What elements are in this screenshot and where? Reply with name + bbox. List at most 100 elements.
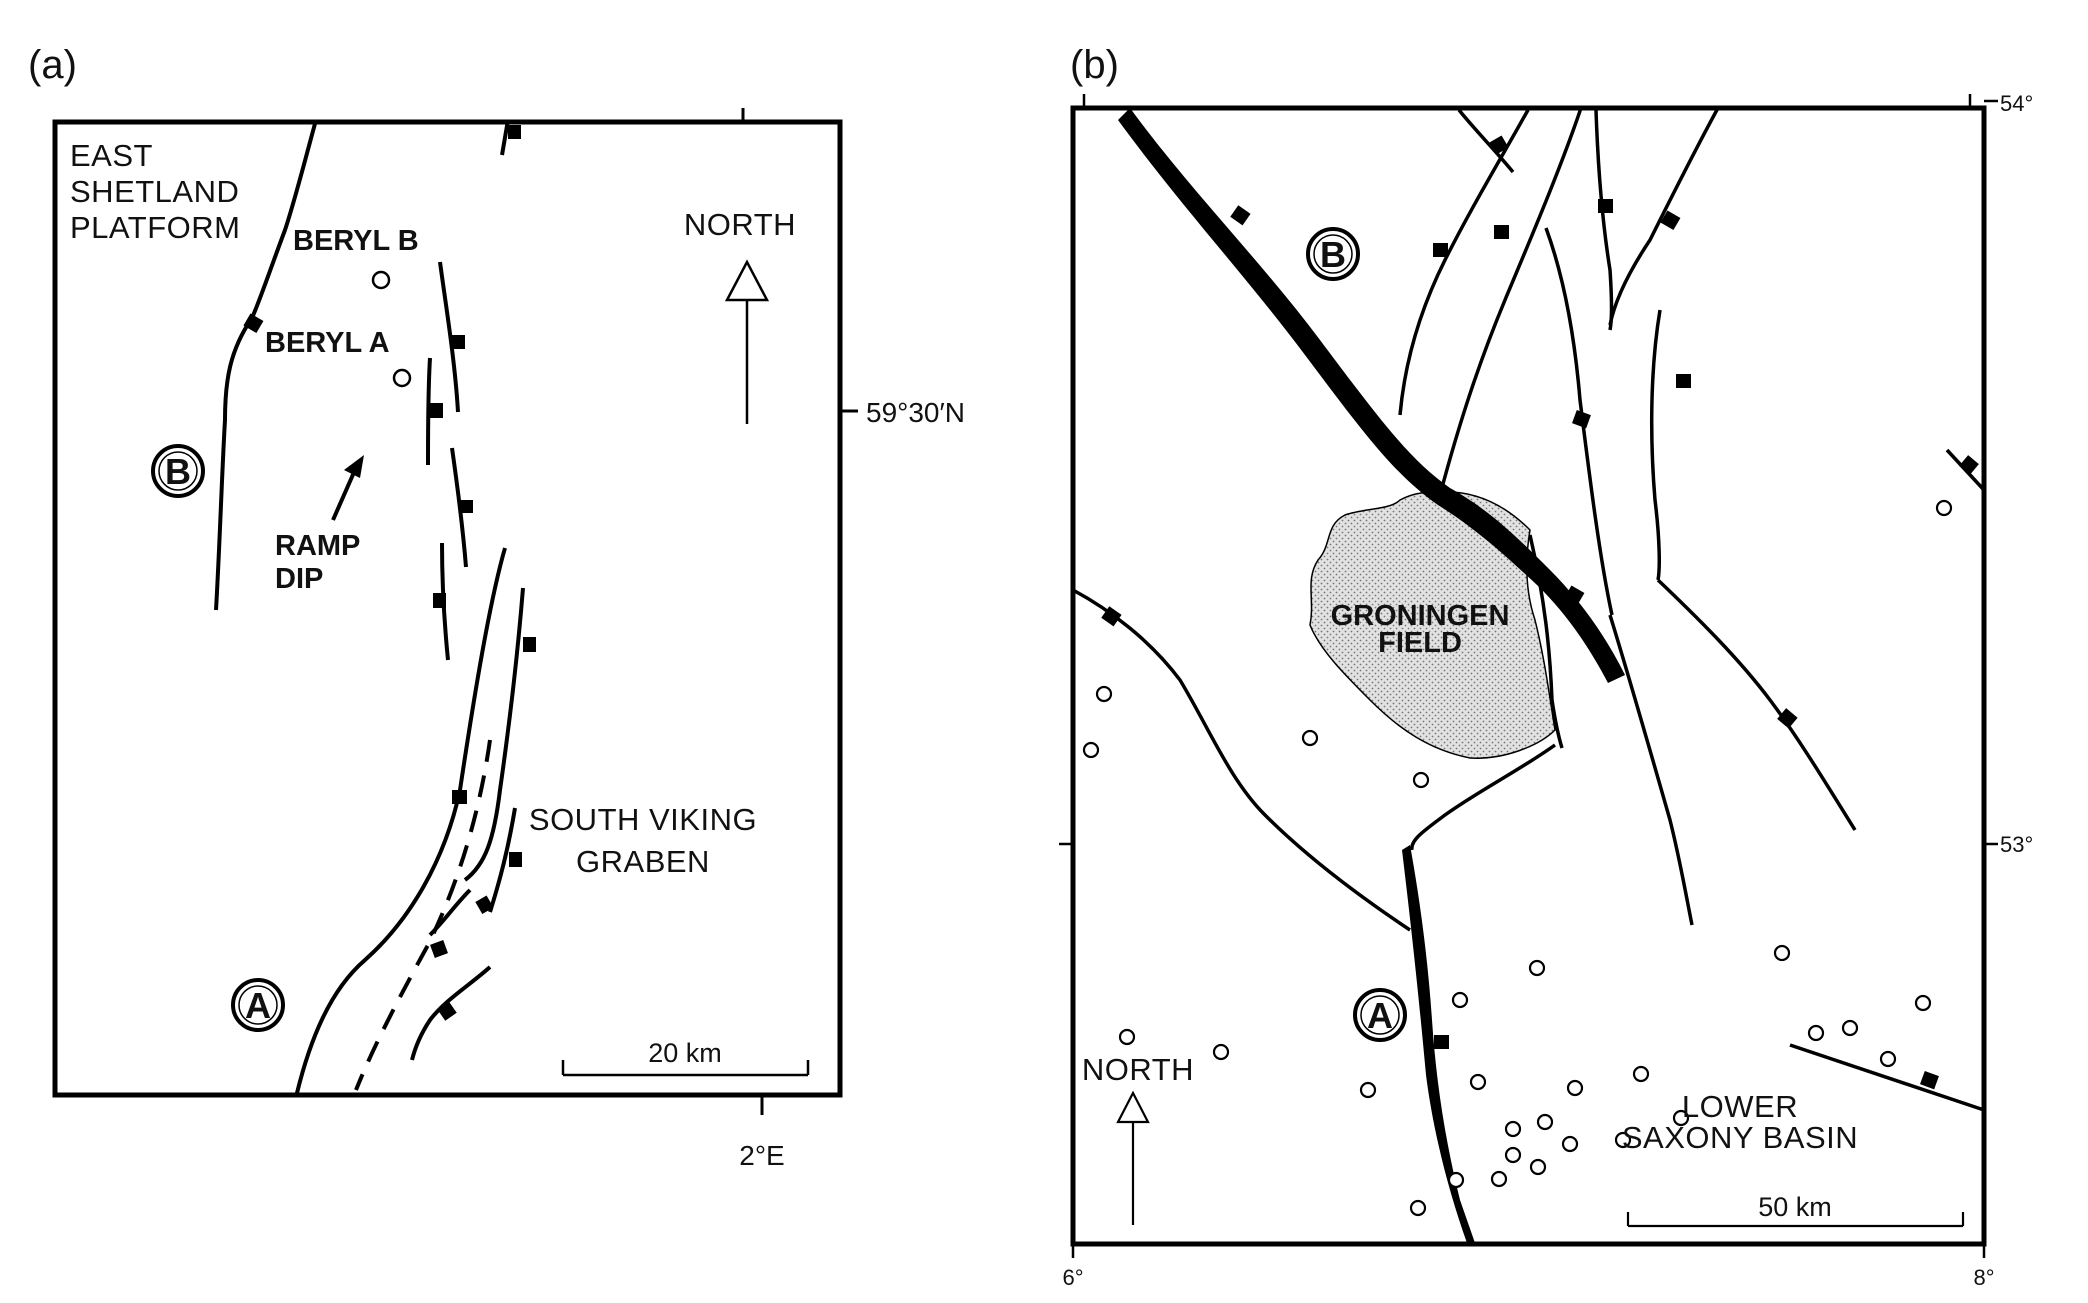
fault-tick	[1434, 1035, 1449, 1049]
fault-tick	[243, 313, 264, 334]
fault-tick	[1494, 225, 1509, 239]
panel-a: (a)	[28, 43, 965, 1171]
fault-b-system	[214, 119, 521, 661]
ramp-label-line1: RAMP	[275, 530, 360, 562]
fault-tick	[1676, 374, 1691, 388]
fault-tick	[433, 593, 446, 608]
fault-line	[1528, 534, 1564, 749]
fault-tick	[452, 335, 465, 349]
fault-tick	[508, 125, 521, 139]
major-fault	[1118, 108, 1625, 683]
ramp-dip-arrow	[331, 455, 364, 521]
well	[1212, 1043, 1230, 1061]
fault-tick	[1101, 606, 1122, 627]
well	[1528, 959, 1546, 977]
well	[1841, 1019, 1859, 1037]
well	[1566, 1079, 1584, 1097]
lat-label-a: 59°30′N	[866, 397, 965, 428]
well-beryl-b	[371, 270, 391, 290]
ramp-label-line2: DIP	[275, 563, 323, 595]
fault-line	[1649, 309, 1662, 581]
fault-tick	[1598, 199, 1613, 213]
fault-tick	[1433, 243, 1448, 257]
well	[1469, 1073, 1487, 1091]
basin-label-line2: SAXONY BASIN	[1622, 1120, 1858, 1155]
well	[1490, 1170, 1508, 1188]
groningen-field	[1309, 491, 1556, 759]
fault-tick	[430, 940, 448, 958]
fault-line-dashed	[354, 739, 492, 1091]
well	[1359, 1081, 1377, 1099]
marker-b-a: B	[151, 444, 205, 498]
marker-a-b: A	[1353, 988, 1407, 1042]
well	[1409, 1199, 1427, 1217]
groningen-label-line2: FIELD	[1378, 627, 1462, 659]
fault-line	[295, 547, 507, 1094]
fault-tick	[475, 895, 494, 915]
beryl-b-label: BERYL B	[293, 225, 419, 257]
well	[1504, 1120, 1522, 1138]
well	[1914, 994, 1932, 1012]
well	[1447, 1171, 1465, 1189]
marker-b-a-letter: B	[165, 451, 191, 492]
wells-b	[1082, 499, 1953, 1217]
panel-a-frame	[52, 119, 843, 1098]
fault-line	[426, 357, 432, 466]
fault-tick	[1660, 210, 1681, 231]
beryl-a-label: BERYL A	[265, 327, 390, 359]
fault-line	[1457, 108, 1515, 174]
panel-b-label: (b)	[1070, 43, 1119, 87]
fault-ticks-b	[1101, 135, 1979, 1090]
well	[1879, 1050, 1897, 1068]
fault-tick	[1489, 135, 1509, 155]
scale-label-a: 20 km	[648, 1038, 722, 1068]
fault-tick	[459, 500, 473, 513]
well	[1118, 1028, 1136, 1046]
marker-b-b: B	[1306, 227, 1360, 281]
fault-tick	[1920, 1071, 1939, 1090]
well	[1672, 1109, 1690, 1127]
well	[1082, 741, 1100, 759]
fault-line	[428, 888, 472, 937]
fault-line	[1789, 1043, 1985, 1112]
fault-line	[463, 587, 525, 882]
well	[1451, 991, 1469, 1009]
scale-label-b: 50 km	[1758, 1192, 1832, 1222]
well	[1536, 1113, 1554, 1131]
north-label-b: NORTH	[1082, 1052, 1194, 1087]
well	[1614, 1131, 1632, 1149]
lon-label-8: 8°	[1973, 1265, 1994, 1290]
fault-line	[488, 807, 517, 913]
marker-a-b-letter: A	[1367, 995, 1393, 1036]
fault-tick	[437, 1001, 457, 1021]
lat-label-53: 53°	[2000, 832, 2033, 857]
well	[1529, 1158, 1547, 1176]
well	[1807, 1024, 1825, 1042]
panel-b: (b)	[1059, 43, 2033, 1290]
fault-line	[1608, 107, 1720, 326]
north-arrow-a	[724, 259, 770, 424]
platform-label-line1: EAST	[70, 138, 153, 173]
fault-tick	[1564, 585, 1585, 606]
fault-tick	[523, 637, 536, 652]
north-label-a: NORTH	[684, 207, 796, 242]
marker-b-b-letter: B	[1320, 234, 1346, 275]
basin-label-line1: LOWER	[1682, 1089, 1798, 1124]
fault-line	[1410, 743, 1557, 851]
fault-line	[410, 965, 492, 1061]
north-arrow-b	[1116, 1090, 1150, 1225]
fault-tick	[1777, 708, 1798, 729]
fault-line	[1594, 109, 1614, 331]
fault-line	[1544, 227, 1614, 616]
platform-label-line2: SHETLAND	[70, 174, 239, 209]
platform-label-line3: PLATFORM	[70, 210, 241, 245]
fault-line	[1072, 588, 1411, 932]
thin-faults	[1072, 107, 1986, 1112]
groningen-label-line1: GRONINGEN	[1331, 600, 1510, 632]
scale-bar-b	[1626, 1212, 1965, 1228]
fault-line	[1608, 614, 1694, 926]
well	[1935, 499, 1953, 517]
fault-line	[1656, 578, 1857, 831]
fault-tick	[429, 403, 443, 418]
